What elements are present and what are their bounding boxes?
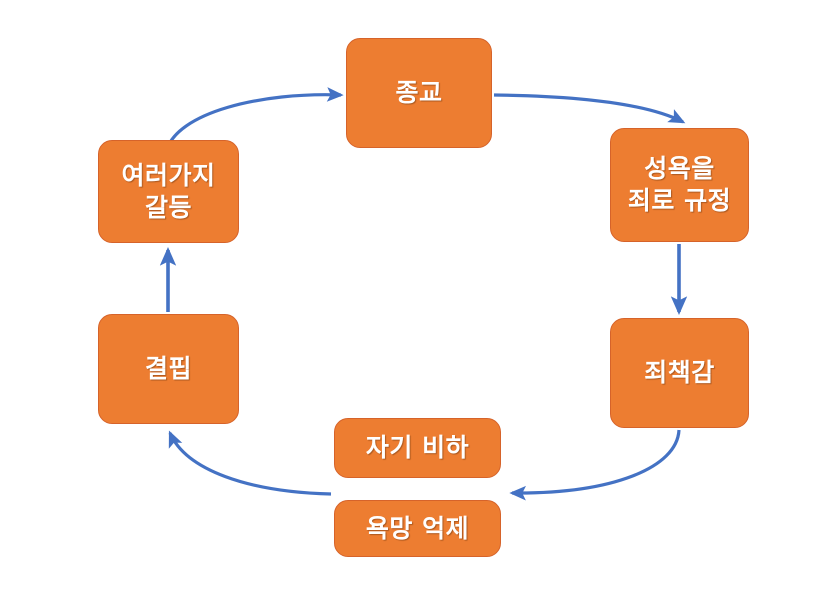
node-various-conflicts-label: 여러가지 갈등 — [121, 160, 216, 222]
node-desire-suppression[interactable]: 욕망 억제 — [334, 500, 501, 557]
node-sin-definition[interactable]: 성욕을 죄로 규정 — [610, 128, 749, 242]
node-self-deprecation[interactable]: 자기 비하 — [334, 418, 501, 478]
node-guilt[interactable]: 죄책감 — [610, 318, 749, 428]
node-various-conflicts[interactable]: 여러가지 갈등 — [98, 140, 239, 243]
node-religion[interactable]: 종교 — [346, 38, 492, 148]
edge-suppress-lack — [168, 430, 332, 496]
node-deficiency-label: 결핍 — [144, 354, 192, 383]
node-self-deprecation-label: 자기 비하 — [365, 433, 470, 462]
node-desire-suppression-label: 욕망 억제 — [365, 513, 470, 543]
edge-religion-sin — [493, 93, 686, 124]
node-religion-label: 종교 — [395, 78, 443, 107]
node-deficiency[interactable]: 결핍 — [98, 314, 239, 424]
node-guilt-label: 죄책감 — [644, 358, 715, 387]
edge-guilt-suppress — [509, 429, 681, 501]
node-sin-definition-label: 성욕을 죄로 규정 — [627, 154, 732, 215]
